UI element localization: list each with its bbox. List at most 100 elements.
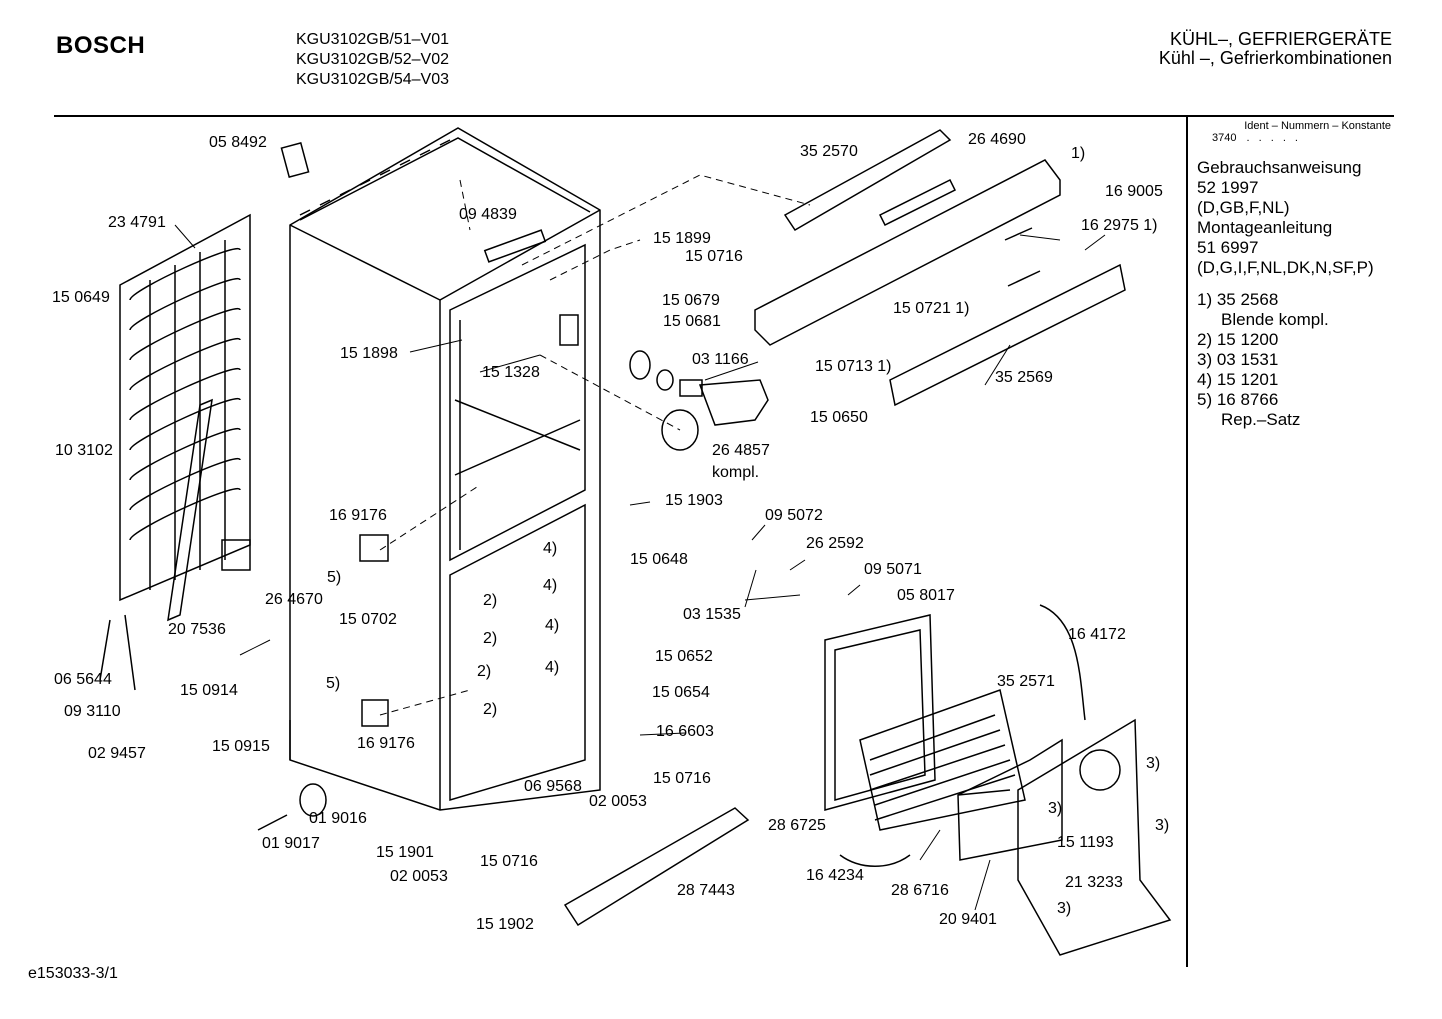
part-label: 15 0681 xyxy=(663,313,721,330)
part-label: 02 0053 xyxy=(390,868,448,885)
part-label: 16 6603 xyxy=(656,723,714,740)
part-label: 09 5072 xyxy=(765,507,823,524)
part-label: 1) xyxy=(1071,145,1086,162)
part-label: kompl. xyxy=(712,464,760,481)
fan-assembly xyxy=(629,350,769,451)
document-line: (D,G,I,F,NL,DK,N,SF,P) xyxy=(1197,258,1374,277)
note-line: Rep.–Satz xyxy=(1221,410,1301,429)
category-title: KÜHL–, GEFRIERGERÄTE Kühl –, Gefrierkomb… xyxy=(1159,30,1392,68)
category-line: KÜHL–, GEFRIERGERÄTE xyxy=(1169,29,1392,49)
part-label: 15 0716 xyxy=(653,770,711,787)
part-label: 4) xyxy=(545,617,560,634)
part-label: 15 0716 xyxy=(685,248,743,265)
document-line: Montageanleitung xyxy=(1197,218,1333,237)
control-panel xyxy=(754,129,1126,407)
note-line: Blende kompl. xyxy=(1221,310,1329,329)
header-divider xyxy=(54,115,1394,117)
part-label: 01 9016 xyxy=(309,810,367,827)
part-label: 3) xyxy=(1048,800,1063,817)
note-line: 5) 16 8766 xyxy=(1197,390,1279,409)
part-label: 2) xyxy=(483,630,498,647)
document-line: 52 1997 xyxy=(1197,178,1259,197)
part-label: 16 9176 xyxy=(357,735,415,752)
part-label: 28 6725 xyxy=(768,817,826,834)
evaporator-panel xyxy=(824,614,936,811)
model-numbers: KGU3102GB/51–V01 KGU3102GB/52–V02 KGU310… xyxy=(296,30,449,90)
rear-cover xyxy=(1017,718,1172,956)
part-label: 16 4234 xyxy=(806,867,864,884)
part-label: 26 4857 xyxy=(712,442,770,459)
drain-channel-part xyxy=(167,398,213,622)
part-label: 15 1899 xyxy=(653,230,711,247)
part-label: 15 0649 xyxy=(52,289,110,306)
relay-box xyxy=(221,539,251,571)
part-label: 15 0915 xyxy=(212,738,270,755)
part-label: 3) xyxy=(1146,755,1161,772)
part-label: 05 8492 xyxy=(209,134,267,151)
part-label: 2) xyxy=(483,592,498,609)
part-label: 06 5644 xyxy=(54,671,112,688)
pin-part xyxy=(257,814,288,831)
part-label: 06 9568 xyxy=(524,778,582,795)
part-label: 16 9005 xyxy=(1105,183,1163,200)
part-label: 35 2571 xyxy=(997,673,1055,690)
note-line: 3) 03 1531 xyxy=(1197,350,1279,369)
document-line: 51 6997 xyxy=(1197,238,1259,257)
part-label: 02 9457 xyxy=(88,745,146,762)
part-label: 28 7443 xyxy=(677,882,735,899)
part-label: 15 0652 xyxy=(655,648,713,665)
part-label: 35 2569 xyxy=(995,369,1053,386)
part-label: 16 9176 xyxy=(329,507,387,524)
document-line: (D,GB,F,NL) xyxy=(1197,198,1290,217)
part-label: 10 3102 xyxy=(55,442,113,459)
part-label: 4) xyxy=(543,577,558,594)
part-label: 01 9017 xyxy=(262,835,320,852)
part-label: 4) xyxy=(545,659,560,676)
part-label: 09 3110 xyxy=(64,703,121,720)
part-label: 15 0679 xyxy=(662,292,720,309)
part-label: 02 0053 xyxy=(589,793,647,810)
note-line: 1) 35 2568 xyxy=(1197,290,1279,309)
note-line: 2) 15 1200 xyxy=(1197,330,1279,349)
category-line: Kühl –, Gefrierkombinationen xyxy=(1158,48,1392,68)
side-panel-divider xyxy=(1186,117,1188,967)
part-label: 20 7536 xyxy=(168,621,226,638)
part-label: 4) xyxy=(543,540,558,557)
model-number: KGU3102GB/51–V01 xyxy=(296,31,449,48)
part-label: 20 9401 xyxy=(939,911,997,928)
part-label: 09 5071 xyxy=(864,561,922,578)
document-line: Gebrauchsanweisung xyxy=(1197,158,1362,177)
part-label: 23 4791 xyxy=(108,214,166,231)
guide-lines xyxy=(379,174,811,716)
part-label: 15 0721 1) xyxy=(893,300,970,317)
part-label: 15 1328 xyxy=(482,364,540,381)
part-label: 5) xyxy=(327,569,342,586)
bushing-part xyxy=(299,783,327,817)
part-label: 26 4670 xyxy=(265,591,323,608)
part-label: 15 0713 1) xyxy=(815,358,892,375)
part-label: 15 0914 xyxy=(180,682,238,699)
leader-lines xyxy=(174,224,1106,911)
part-label: 15 0716 xyxy=(480,853,538,870)
sensor-cable xyxy=(1039,604,1086,721)
part-label: 26 2592 xyxy=(806,535,864,552)
terminal-block xyxy=(359,534,389,562)
note-line: 4) 15 1201 xyxy=(1197,370,1279,389)
cable-part xyxy=(839,854,911,867)
part-label: 15 0702 xyxy=(339,611,397,628)
part-label: 26 4690 xyxy=(968,131,1026,148)
part-label: 28 6716 xyxy=(891,882,949,899)
part-label: 3) xyxy=(1155,817,1170,834)
model-number: KGU3102GB/52–V02 xyxy=(296,51,449,68)
reference-code: e153033-3/1 xyxy=(28,965,118,982)
part-label: 15 1902 xyxy=(476,916,534,933)
part-label: 15 1898 xyxy=(340,345,398,362)
part-label: 21 3233 xyxy=(1065,874,1123,891)
part-label: 15 0650 xyxy=(810,409,868,426)
cabinet-body xyxy=(289,127,601,811)
compressor-box xyxy=(957,738,1063,861)
konstante-dots: . . . . . xyxy=(1246,132,1301,144)
model-number: KGU3102GB/54–V03 xyxy=(296,71,449,88)
konstante: 3740. . . . . xyxy=(1212,132,1397,144)
kick-plate xyxy=(563,807,750,927)
